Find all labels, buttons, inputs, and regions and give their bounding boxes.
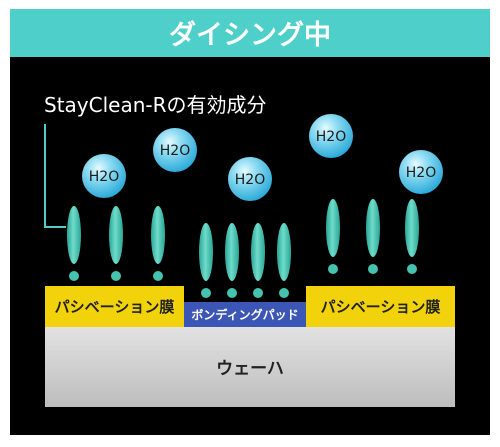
caption-label: StayClean-Rの有効成分 <box>44 93 267 117</box>
molecule <box>151 206 165 281</box>
passivation-label-left: パシベーション膜 <box>55 298 175 316</box>
bonding-pad-label: ボンディングパッド <box>191 307 298 322</box>
water-droplet: H2O <box>82 154 126 198</box>
water-label: H2O <box>160 143 190 159</box>
water-label: H2O <box>89 169 119 185</box>
water-droplet: H2O <box>309 114 353 158</box>
wafer <box>45 327 455 407</box>
molecule <box>109 206 123 281</box>
water-droplet: H2O <box>228 157 272 201</box>
water-droplet: H2O <box>153 128 197 172</box>
water-label: H2O <box>235 172 265 188</box>
bonding-pad <box>184 302 306 327</box>
molecule <box>251 223 265 298</box>
passivation-film-right <box>306 286 455 327</box>
passivation-film-left <box>45 286 184 327</box>
molecule <box>366 199 380 274</box>
water-label: H2O <box>406 165 436 181</box>
molecule <box>225 223 239 298</box>
molecule <box>67 206 81 281</box>
caption-leader-line <box>44 124 66 228</box>
water-droplet: H2O <box>399 150 443 194</box>
wafer-label: ウェーハ <box>216 359 284 379</box>
molecule <box>405 199 419 274</box>
molecule <box>277 223 291 298</box>
molecule <box>199 223 213 298</box>
passivation-label-right: パシベーション膜 <box>321 298 441 316</box>
molecule <box>326 199 340 274</box>
water-label: H2O <box>316 129 346 145</box>
header-bar <box>10 9 490 57</box>
header-title: ダイシング中 <box>169 19 331 51</box>
